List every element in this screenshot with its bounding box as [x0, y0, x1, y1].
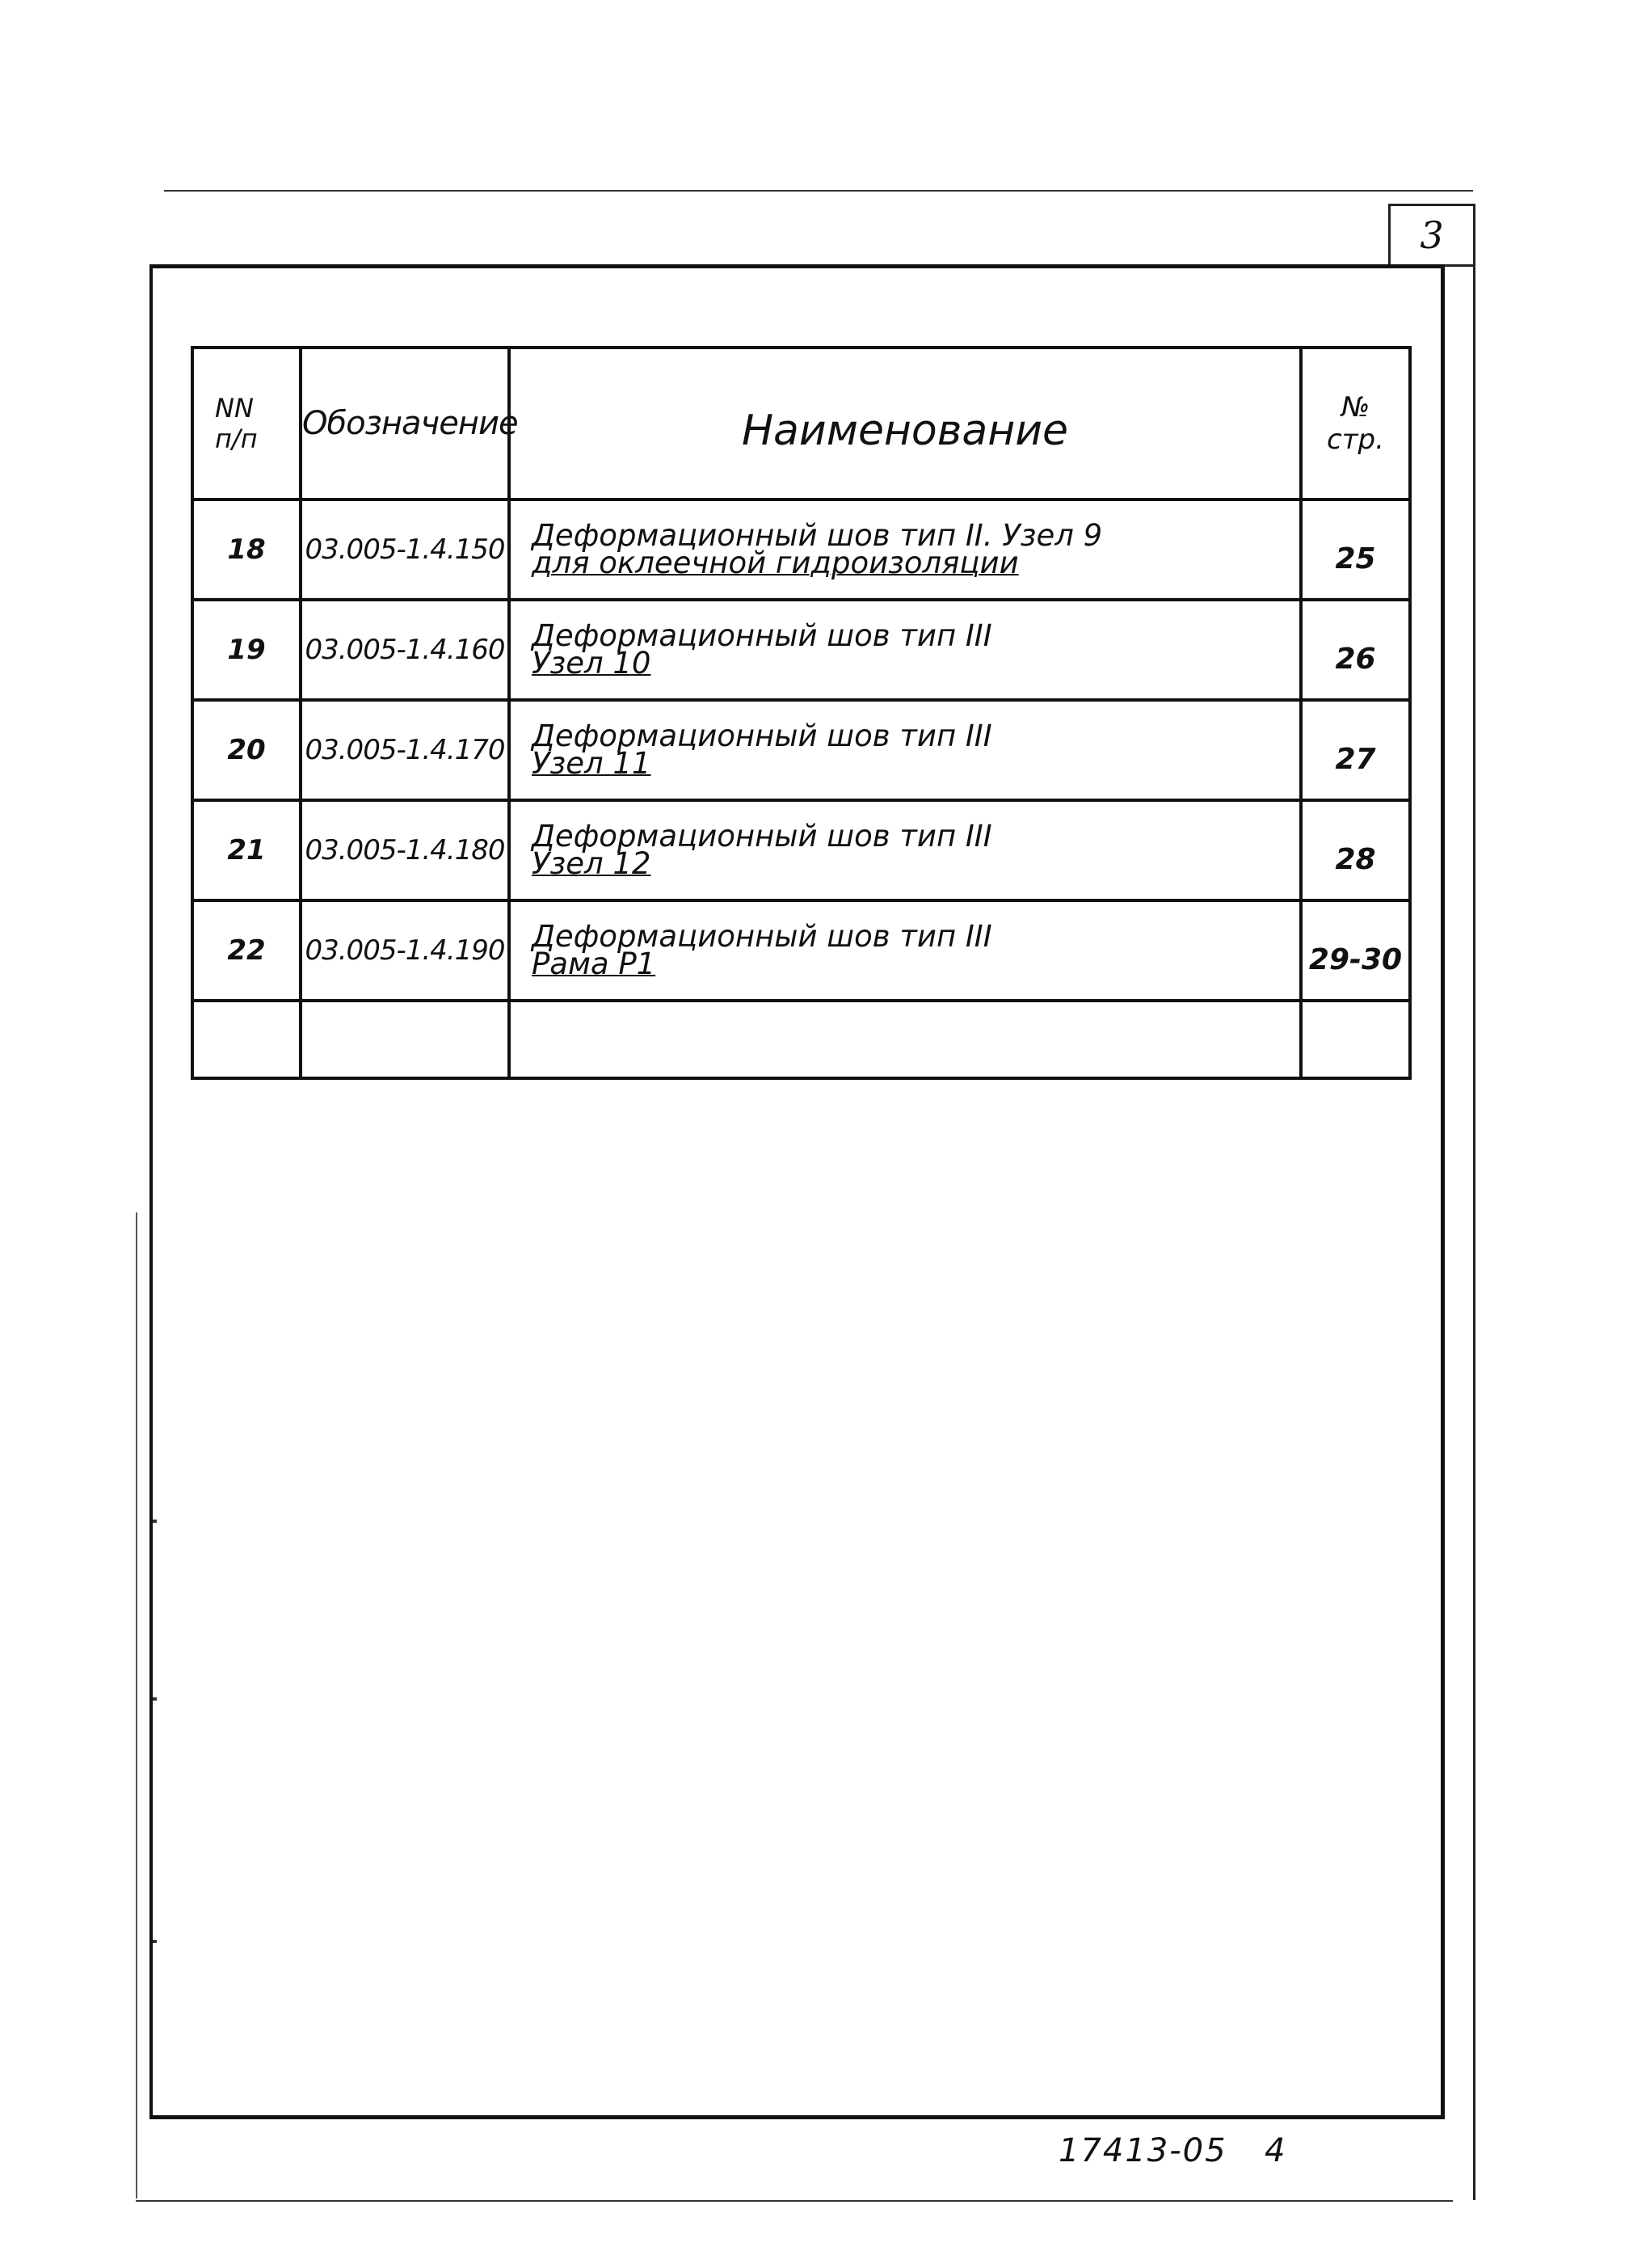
- table-row: 21 03.005-1.4.180 Деформационный шов тип…: [191, 799, 1412, 902]
- sheet-border-left: [136, 1212, 137, 2198]
- empty-cell: [191, 999, 302, 1080]
- row-name: Деформационный шов тип III Узел 11: [507, 698, 1303, 802]
- table-row: 18 03.005-1.4.150 Деформационный шов тип…: [191, 498, 1412, 601]
- sheet-border-top: [164, 190, 1473, 192]
- table-row: 22 03.005-1.4.190 Деформационный шов тип…: [191, 899, 1412, 1002]
- row-number: 20: [191, 698, 302, 802]
- row-designation: 03.005-1.4.160: [299, 598, 511, 702]
- row-designation: 03.005-1.4.180: [299, 799, 511, 902]
- table-row-empty: [191, 999, 1412, 1080]
- header-name: Наименование: [507, 346, 1303, 501]
- sheet-number: 4: [1265, 2132, 1286, 2169]
- row-designation: 03.005-1.4.190: [299, 899, 511, 1002]
- row-page: 29-30: [1299, 899, 1412, 1002]
- row-designation: 03.005-1.4.150: [299, 498, 511, 601]
- row-name-line1: Деформационный шов тип III: [532, 719, 992, 753]
- row-page: 25: [1299, 498, 1412, 601]
- header-page-line1: №: [1341, 391, 1370, 424]
- row-name-line2: Узел 10: [532, 646, 651, 681]
- binding-mark: [150, 1520, 157, 1523]
- row-name-line1: Деформационный шов тип III: [532, 919, 992, 954]
- sheet-border-right: [1473, 204, 1475, 2200]
- document-code: 17413-05: [1059, 2132, 1227, 2169]
- row-name-line1: Деформационный шов тип II. Узел 9: [532, 518, 1103, 553]
- empty-cell: [1299, 999, 1412, 1080]
- page-number: 3: [1388, 204, 1473, 267]
- row-number: 19: [191, 598, 302, 702]
- row-name-line1: Деформационный шов тип III: [532, 618, 992, 653]
- row-name-line2: Узел 11: [532, 746, 651, 781]
- header-page: № стр.: [1299, 346, 1412, 501]
- drawing-frame: [149, 264, 1445, 2119]
- row-number: 22: [191, 899, 302, 1002]
- header-number-line2: п/п: [215, 424, 258, 454]
- sheet-border-bottom: [136, 2200, 1453, 2202]
- binding-mark: [150, 1697, 157, 1701]
- row-name: Деформационный шов тип III Узел 12: [507, 799, 1303, 902]
- row-name-line2: для оклеечной гидроизоляции: [532, 546, 1019, 580]
- table-header-row: NN п/п Обозначение Наименование № стр.: [191, 346, 1412, 501]
- row-name-line2: Рама Р1: [532, 946, 656, 981]
- table-row: 20 03.005-1.4.170 Деформационный шов тип…: [191, 698, 1412, 802]
- empty-cell: [299, 999, 511, 1080]
- table-row: 19 03.005-1.4.160 Деформационный шов тип…: [191, 598, 1412, 702]
- row-page: 27: [1299, 698, 1412, 802]
- row-name: Деформационный шов тип III Рама Р1: [507, 899, 1303, 1002]
- empty-cell: [507, 999, 1303, 1080]
- row-number: 18: [191, 498, 302, 601]
- row-page: 28: [1299, 799, 1412, 902]
- row-name-line2: Узел 12: [532, 846, 651, 881]
- row-page: 26: [1299, 598, 1412, 702]
- header-designation: Обозначение: [299, 346, 519, 501]
- row-name: Деформационный шов тип II. Узел 9 для ок…: [507, 498, 1303, 601]
- header-number: NN п/п: [191, 346, 302, 501]
- header-page-line2: стр.: [1327, 424, 1384, 456]
- row-name: Деформационный шов тип III Узел 10: [507, 598, 1303, 702]
- contents-table: NN п/п Обозначение Наименование № стр. 1…: [191, 346, 1412, 1080]
- row-designation: 03.005-1.4.170: [299, 698, 511, 802]
- row-name-line1: Деформационный шов тип III: [532, 819, 992, 854]
- binding-mark: [150, 1940, 157, 1943]
- header-number-line1: NN: [215, 393, 254, 424]
- row-number: 21: [191, 799, 302, 902]
